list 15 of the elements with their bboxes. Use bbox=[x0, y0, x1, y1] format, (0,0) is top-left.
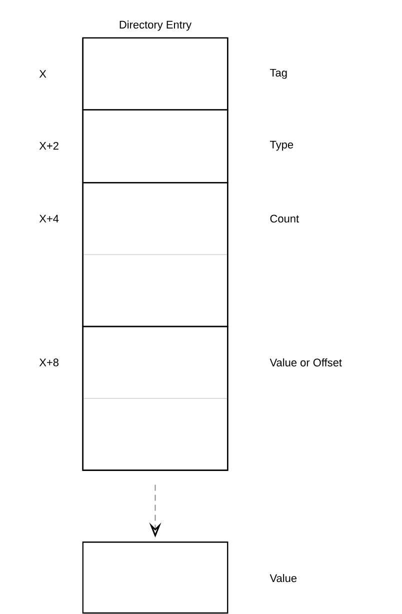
field-box bbox=[82, 542, 228, 614]
offset-label: X bbox=[39, 70, 46, 78]
field-box bbox=[82, 326, 228, 471]
node-label: Directory Entry bbox=[120, 20, 192, 31]
offset-label: X+4 bbox=[39, 214, 58, 222]
field-label: Value or Offset bbox=[270, 358, 342, 366]
offset-label: X+2 bbox=[39, 142, 58, 150]
field-box bbox=[82, 182, 228, 328]
field-box bbox=[82, 37, 228, 110]
field-label: Value bbox=[270, 574, 296, 582]
field-label: Count bbox=[270, 214, 299, 223]
field-label: Tag bbox=[270, 68, 287, 79]
field-box bbox=[82, 109, 228, 184]
offset-label: X+8 bbox=[39, 358, 58, 366]
field-label: Type bbox=[270, 140, 293, 151]
